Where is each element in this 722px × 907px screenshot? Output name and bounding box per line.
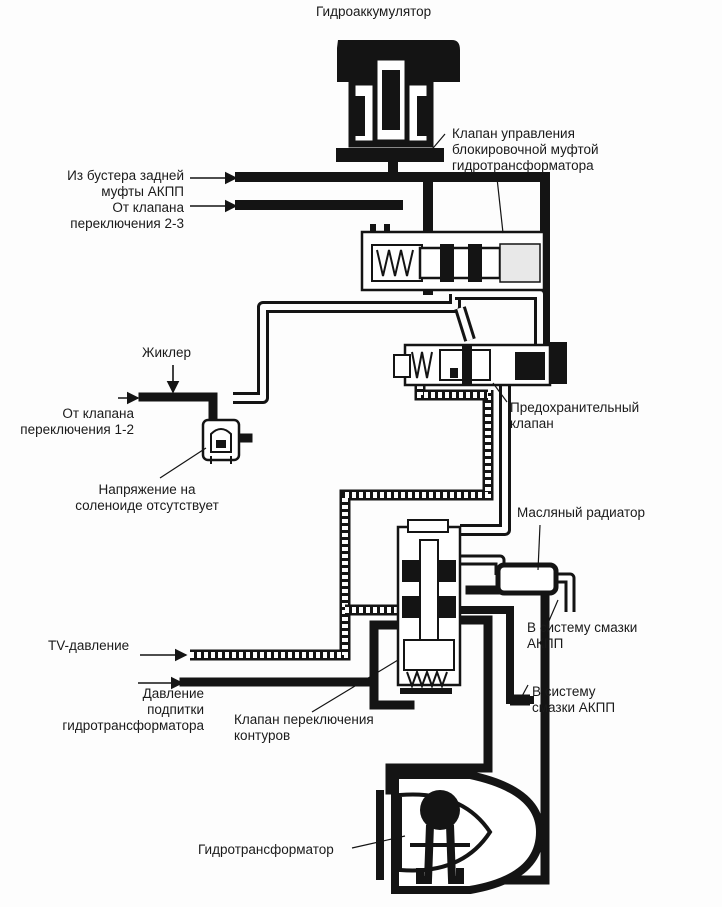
lube-system-label-2: В систему смазки АКПП [532,684,615,716]
solenoid-state-label-line: соленоиде отсутствует [75,498,219,513]
tv-pressure-label: TV-давление [48,638,130,653]
oil-cooler-label: Масляный радиатор [517,505,645,520]
lube-system-label-line: АКПП [527,636,564,651]
lockup-valve-label: Клапан управления блокировочной муфтой г… [452,126,599,174]
rear-clutch-booster-label-line: Из бустера задней [67,168,184,183]
lube-system-label-line: В систему смазки [527,620,638,635]
relief-valve-icon [393,343,552,387]
circuit-switch-valve-label-line: Клапан переключения [234,712,374,727]
accumulator-label: Гидроаккумулятор [316,4,432,19]
shift-valve-1-2-label-line: переключения 1-2 [20,422,134,437]
circuit-switch-valve-icon [396,519,462,694]
lube-system-label-line: В систему [532,684,596,699]
circuit-switch-valve-label-line: контуров [234,728,291,743]
torque-converter-label: Гидротрансформатор [198,842,334,857]
relief-valve-label-line: Предохранительный [510,400,640,415]
solenoid-state-label: Напряжение на соленоиде отсутствует [58,482,236,514]
rear-clutch-booster-label: Из бустера задней муфты АКПП [24,168,184,200]
converter-feed-label: Давление подпитки гидротрансформатора [24,686,204,734]
solenoid-icon [201,418,241,464]
torque-converter-icon [376,771,545,894]
hollow-fluid-lines [233,288,576,706]
shift-valve-1-2-label-line: От клапана [62,406,134,421]
relief-valve-label-line: клапан [510,416,554,431]
orifice-label: Жиклер [142,345,191,360]
solenoid-state-label-line: Напряжение на [98,482,196,497]
oil-cooler-icon [495,562,559,596]
shift-valve-1-2-label: От клапана переключения 1-2 [14,406,134,438]
accumulator-icon [336,40,460,162]
leader-lines [159,133,559,849]
lube-system-label-1: В систему смазки АКПП [527,620,637,652]
shift-valve-2-3-label: От клапана переключения 2-3 [24,200,184,232]
lockup-valve-icon [360,224,546,292]
relief-valve-label: Предохранительный клапан [510,400,639,432]
shift-valve-2-3-label-line: От клапана [112,200,184,215]
circuit-switch-valve-label: Клапан переключения контуров [234,712,374,744]
lube-system-label-line: смазки АКПП [532,700,616,715]
tv-pressure-line [190,385,494,661]
input-arrows [118,171,238,690]
lockup-valve-label-line: гидротрансформатора [452,158,594,173]
converter-feed-label-line: подпитки [147,702,204,717]
converter-feed-label-line: гидротрансформатора [62,718,204,733]
shift-valve-2-3-label-line: переключения 2-3 [70,216,184,231]
rear-clutch-booster-label-line: муфты АКПП [101,184,184,199]
lockup-valve-label-line: блокировочной муфтой [452,142,599,157]
lockup-valve-label-line: Клапан управления [452,126,575,141]
converter-feed-label-line: Давление [142,686,204,701]
